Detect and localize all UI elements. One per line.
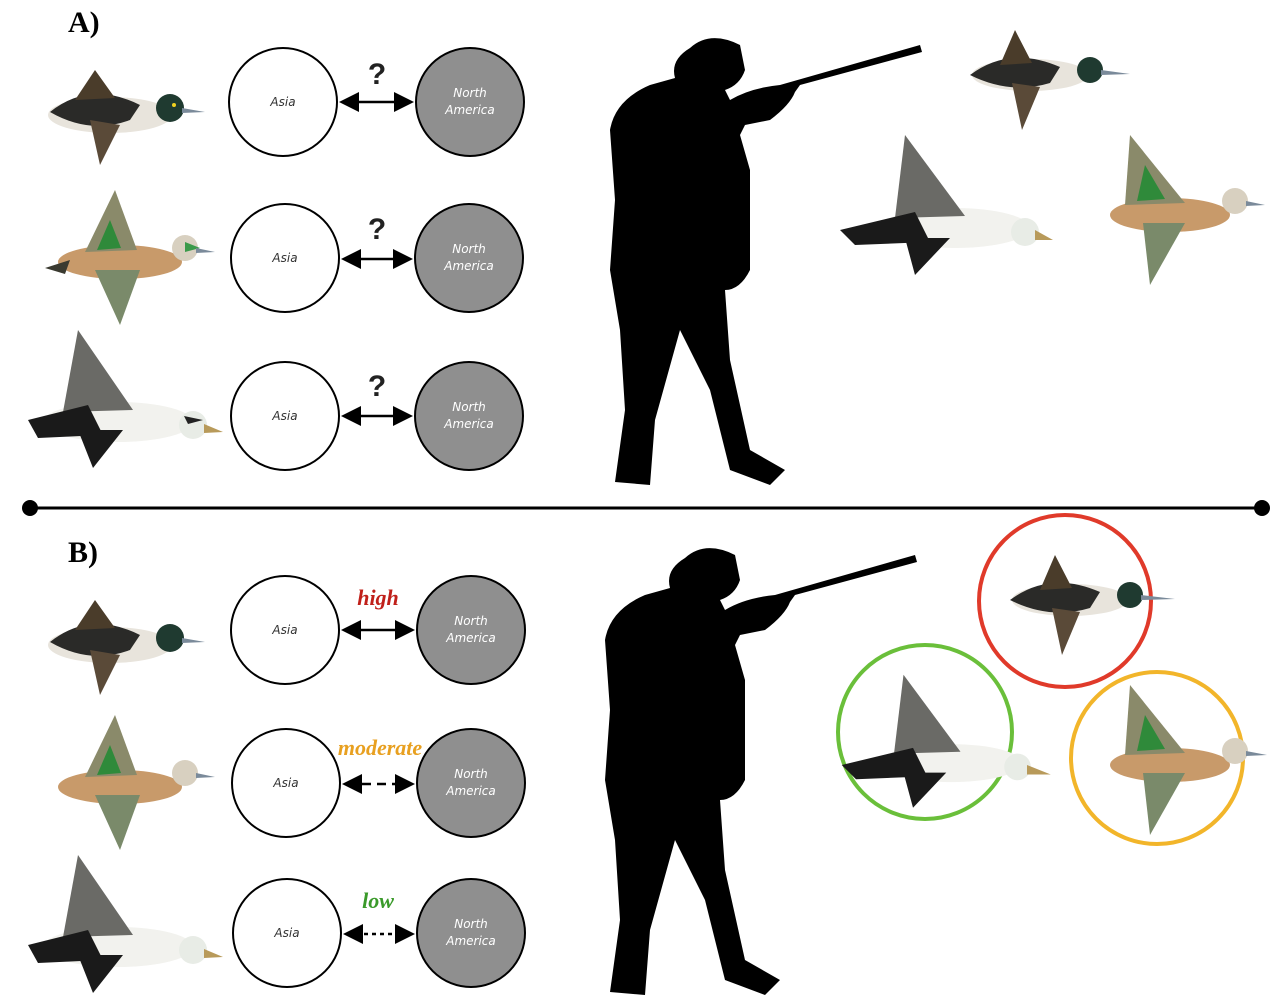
double-arrow xyxy=(340,249,414,269)
scaup-duck-icon xyxy=(20,580,210,700)
unknown-connectivity: ? xyxy=(312,213,442,247)
unknown-connectivity: ? xyxy=(312,370,442,404)
wigeon-duck-icon xyxy=(25,190,215,330)
double-arrow-dashed xyxy=(341,774,416,794)
asia-label: Asia xyxy=(273,775,298,792)
eider-duck-icon xyxy=(8,855,223,995)
asia-label: Asia xyxy=(270,94,295,111)
connectivity-strength-label: high xyxy=(313,585,443,611)
wigeon-duck-icon xyxy=(25,715,215,855)
low-risk-ring xyxy=(832,640,1062,825)
asia-label: Asia xyxy=(272,250,297,267)
double-arrow-dotted xyxy=(342,924,416,944)
asia-label: Asia xyxy=(272,622,297,639)
double-arrow xyxy=(340,406,414,426)
connectivity-strength-label: low xyxy=(313,888,443,914)
asia-label: Asia xyxy=(274,925,299,942)
scaup-duck-icon xyxy=(20,50,210,170)
moderate-risk-ring xyxy=(1065,670,1270,855)
double-arrow xyxy=(338,92,415,112)
wigeon-duck-icon xyxy=(1110,685,1267,835)
wigeon-duck-icon xyxy=(1075,135,1265,290)
eider-duck-icon xyxy=(835,130,1055,280)
double-arrow-solid xyxy=(340,620,416,640)
asia-label: Asia xyxy=(272,408,297,425)
eider-duck-icon xyxy=(842,675,1051,808)
unknown-connectivity: ? xyxy=(312,58,442,92)
eider-duck-icon xyxy=(8,330,223,470)
scaup-duck-icon xyxy=(940,25,1135,135)
connectivity-strength-label: moderate xyxy=(315,735,445,761)
